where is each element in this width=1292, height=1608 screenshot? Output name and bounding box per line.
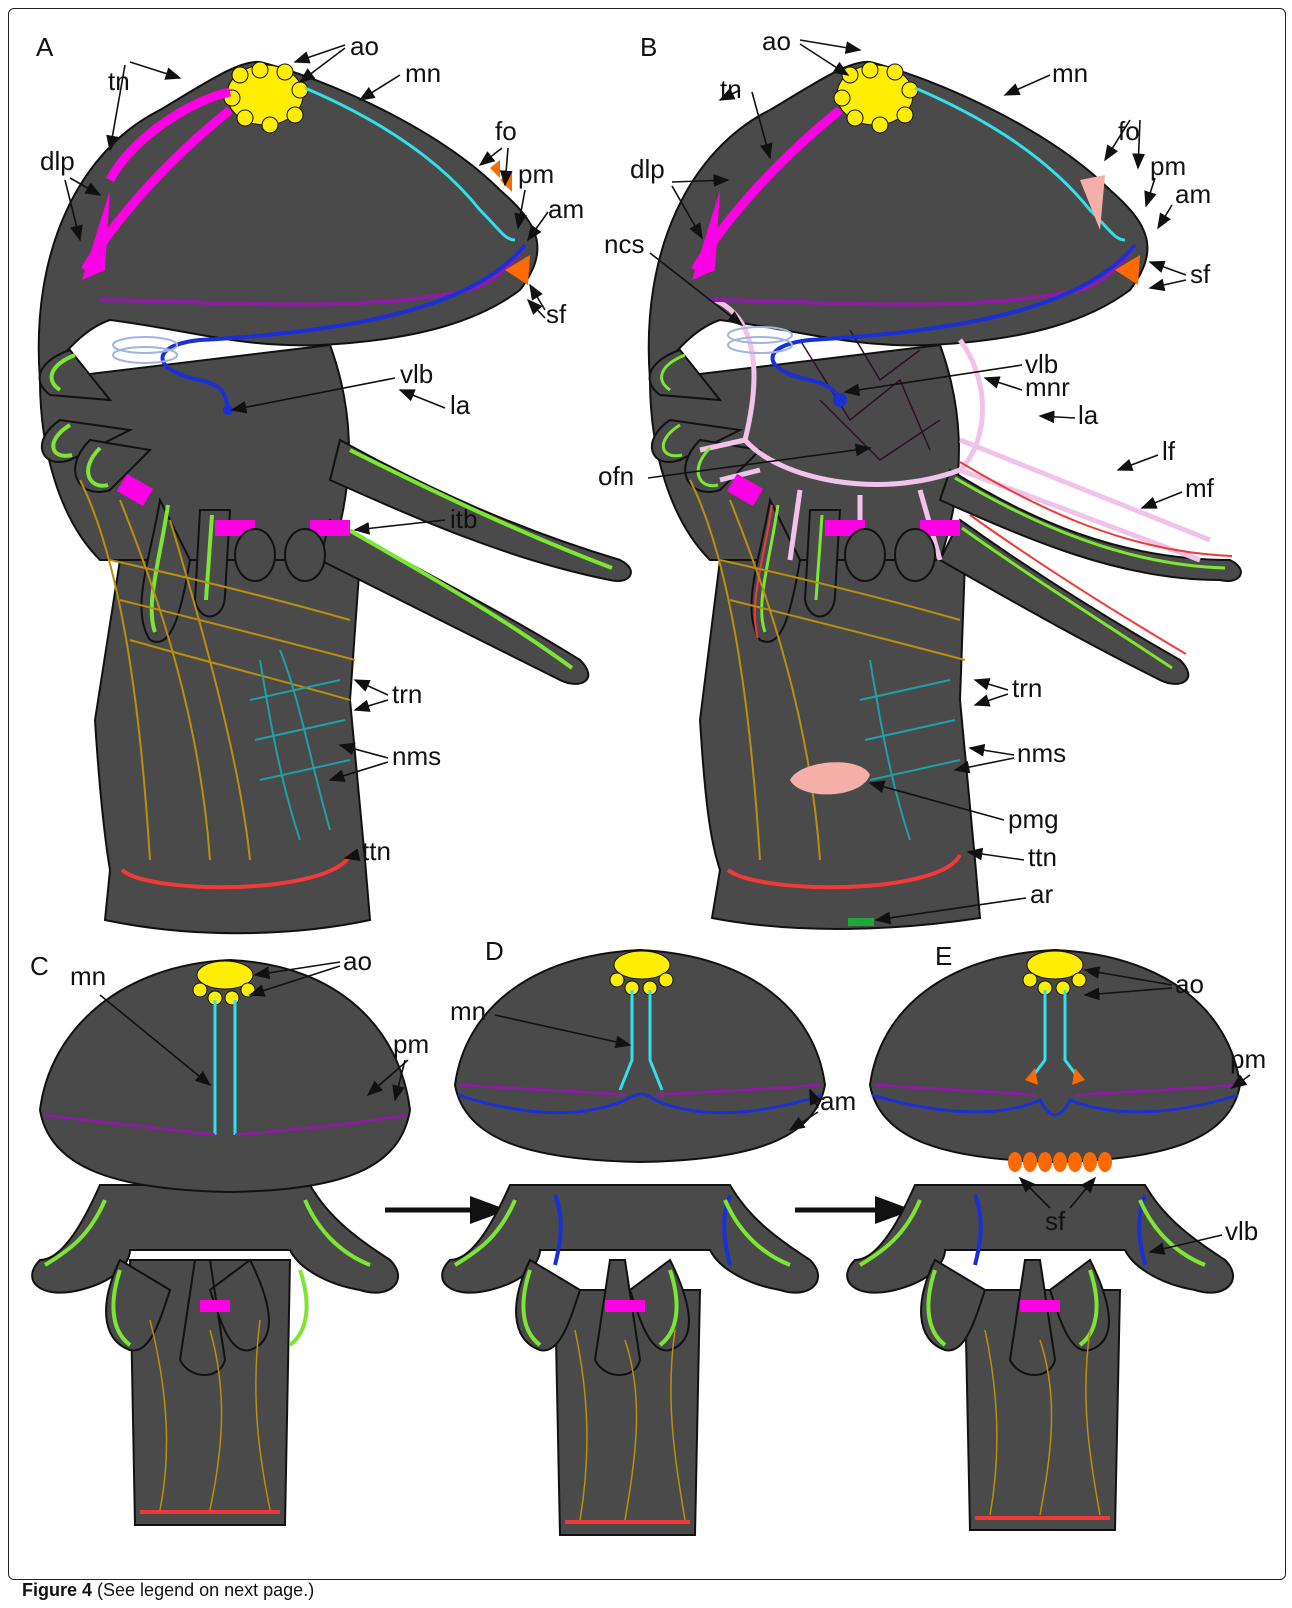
- panel-b: B: [598, 26, 1241, 929]
- panel-e-letter: E: [935, 941, 952, 971]
- transition-arrow-2: [795, 1196, 913, 1224]
- panel-b-label-mf: mf: [1185, 473, 1215, 503]
- panel-a-label-vlb: vlb: [400, 359, 433, 389]
- panel-b-label-ttn: ttn: [1028, 842, 1057, 872]
- panel-d-magenta: [605, 1300, 645, 1312]
- panel-b-label-pm: pm: [1150, 151, 1186, 181]
- panel-b-ar: [848, 918, 874, 926]
- panel-a-label-sf: sf: [546, 299, 567, 329]
- panel-e-label-pm: pm: [1230, 1044, 1266, 1074]
- panel-d: D mn am: [442, 936, 856, 1535]
- panel-a-label-nms: nms: [392, 741, 441, 771]
- panel-a-label-tn: tn: [108, 66, 130, 96]
- panel-c-label-pm: pm: [393, 1029, 429, 1059]
- panel-b-letter: B: [640, 32, 657, 62]
- figure-caption-text: (See legend on next page.): [97, 1580, 314, 1600]
- panel-b-label-nms: nms: [1017, 738, 1066, 768]
- panel-e-label-ao: ao: [1175, 969, 1204, 999]
- panel-c-letter: C: [30, 951, 49, 981]
- panel-c-magenta: [200, 1300, 230, 1312]
- panel-b-label-ncs: ncs: [604, 229, 644, 259]
- panel-a: A: [36, 31, 631, 933]
- figure-caption-title: Figure 4: [22, 1580, 92, 1600]
- panel-b-label-am: am: [1175, 179, 1211, 209]
- panel-a-label-dlp: dlp: [40, 146, 75, 176]
- panel-b-label-sf: sf: [1190, 259, 1211, 289]
- panel-a-label-trn: trn: [392, 679, 422, 709]
- panel-a-vlb-tip: [223, 405, 233, 415]
- panel-a-label-am: am: [548, 194, 584, 224]
- panel-a-label-itb: itb: [450, 504, 477, 534]
- panel-a-label-pm: pm: [518, 159, 554, 189]
- panel-a-label-ttn: ttn: [362, 836, 391, 866]
- panel-d-body: [442, 1185, 818, 1293]
- panel-b-label-lf: lf: [1162, 436, 1176, 466]
- panel-a-ncs: [113, 337, 177, 363]
- panel-b-label-tn: tn: [720, 74, 742, 104]
- panel-c-label-mn: mn: [70, 961, 106, 991]
- panel-b-vlb-tip: [833, 393, 847, 407]
- panel-b-label-dlp: dlp: [630, 154, 665, 184]
- panel-b-label-trn: trn: [1012, 673, 1042, 703]
- panel-c: C mn ao pm: [30, 946, 429, 1525]
- panel-b-label-ofn: ofn: [598, 461, 634, 491]
- panel-a-label-fo: fo: [495, 116, 517, 146]
- panel-a-label-ao: ao: [350, 31, 379, 61]
- panel-e: E: [847, 941, 1266, 1530]
- panel-c-label-ao: ao: [343, 946, 372, 976]
- panel-e-label-vlb: vlb: [1225, 1216, 1258, 1246]
- panel-c-bell: [40, 960, 410, 1192]
- panel-b-label-pmg: pmg: [1008, 804, 1059, 834]
- panel-b-label-mnr: mnr: [1025, 372, 1070, 402]
- panel-a-label-mn: mn: [405, 58, 441, 88]
- panel-e-label-sf: sf: [1045, 1206, 1066, 1236]
- transition-arrow-1: [385, 1196, 508, 1224]
- panel-e-magenta: [1020, 1300, 1060, 1312]
- panel-a-label-la: la: [450, 390, 471, 420]
- figure-caption: Figure 4 (See legend on next page.): [22, 1580, 314, 1601]
- panel-b-label-ar: ar: [1030, 879, 1053, 909]
- panel-d-letter: D: [485, 936, 504, 966]
- panel-b-label-ao: ao: [762, 26, 791, 56]
- panel-b-ncs: [728, 327, 792, 353]
- panel-d-label-am: am: [820, 1086, 856, 1116]
- panel-d-label-mn: mn: [450, 996, 486, 1026]
- panel-b-label-mn: mn: [1052, 58, 1088, 88]
- panel-b-label-la: la: [1078, 400, 1099, 430]
- panel-d-bell: [455, 950, 825, 1162]
- panel-a-letter: A: [36, 32, 54, 62]
